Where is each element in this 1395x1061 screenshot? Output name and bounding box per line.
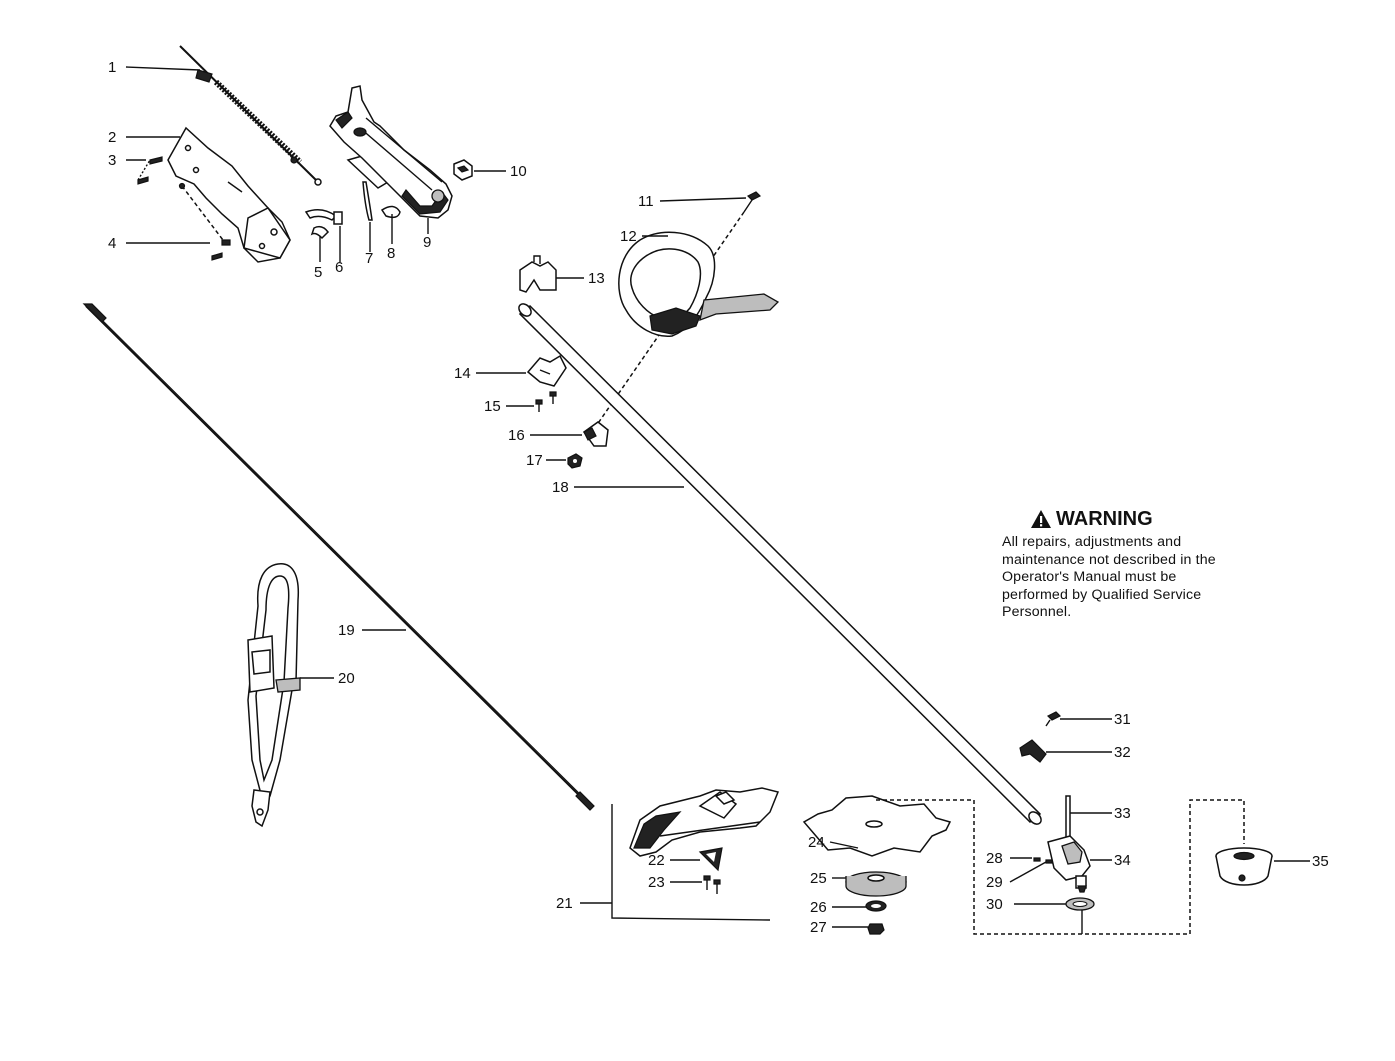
callout-20: 20: [338, 670, 355, 687]
warning-triangle-icon: [1031, 510, 1051, 528]
part-clamp-32: [1019, 739, 1047, 763]
part-clamp-13: [519, 255, 557, 293]
part-nut-27: [867, 923, 885, 935]
callout-32: 32: [1114, 744, 1131, 761]
dashed-assembly-lines: [876, 799, 1245, 935]
part-blade-wrench-22: [698, 847, 723, 872]
part-main-handle: [329, 85, 453, 219]
part-trigger-lockout: [304, 155, 401, 240]
callout-13: 13: [588, 270, 605, 287]
callout-31: 31: [1114, 711, 1131, 728]
part-gearhead: [1033, 795, 1091, 893]
warning-notice: WARNING All repairs, adjustments and mai…: [1002, 508, 1242, 622]
callout-15: 15: [484, 398, 501, 415]
part-nut-10: [453, 159, 473, 181]
callout-16: 16: [508, 427, 525, 444]
callout-labels: 1 2 3 4 5 6 7 8 9 10 11 12 13 14 15 16 1…: [108, 59, 1329, 936]
callout-22: 22: [648, 852, 665, 869]
callout-10: 10: [510, 163, 527, 180]
part-washer-25: [845, 871, 907, 897]
callout-35: 35: [1312, 853, 1329, 870]
callout-3: 3: [108, 152, 116, 169]
part-clamp-14: [526, 354, 567, 387]
callout-7: 7: [365, 250, 373, 267]
callout-21: 21: [556, 895, 573, 912]
part-washer-26: [865, 900, 887, 912]
part-bracket-16: [582, 421, 609, 447]
callout-12: 12: [620, 228, 637, 245]
callout-8: 8: [387, 245, 395, 262]
warning-title: WARNING: [1056, 508, 1153, 530]
callout-5: 5: [314, 264, 322, 281]
part-screws-4: [178, 182, 231, 261]
callout-27: 27: [810, 919, 827, 936]
part-screws-23: [703, 875, 721, 894]
part-drive-shaft: [82, 303, 595, 811]
callout-4: 4: [108, 235, 116, 252]
callout-2: 2: [108, 129, 116, 146]
callout-30: 30: [986, 896, 1003, 913]
callout-23: 23: [648, 874, 665, 891]
callout-18: 18: [552, 479, 569, 496]
part-blade: [802, 795, 952, 857]
callout-1: 1: [108, 59, 116, 76]
part-screw-31: [1045, 711, 1062, 727]
part-nut-17: [567, 453, 583, 469]
callout-24: 24: [808, 834, 825, 851]
callout-28: 28: [986, 850, 1003, 867]
callout-6: 6: [335, 259, 343, 276]
warning-title-row: WARNING: [1030, 508, 1242, 530]
part-screws-3: [137, 156, 163, 185]
callout-25: 25: [810, 870, 827, 887]
callout-29: 29: [986, 874, 1003, 891]
part-shaft-tube: [518, 303, 1042, 825]
callout-19: 19: [338, 622, 355, 639]
callout-34: 34: [1114, 852, 1131, 869]
part-screw-15: [535, 391, 557, 412]
part-washer-30: [1065, 897, 1095, 911]
callout-26: 26: [810, 899, 827, 916]
part-guard: [611, 787, 780, 921]
part-handle-housing: [167, 126, 291, 263]
callout-11: 11: [638, 193, 654, 210]
leader-lines: [125, 66, 1310, 928]
callout-17: 17: [526, 452, 543, 469]
part-throttle-cable: [179, 45, 322, 186]
part-loop-handle: [618, 231, 780, 337]
callout-14: 14: [454, 365, 471, 382]
callout-9: 9: [423, 234, 431, 251]
callout-33: 33: [1114, 805, 1131, 822]
part-shoulder-strap: [247, 563, 301, 828]
part-trimmer-head: [1215, 847, 1273, 886]
warning-body: All repairs, adjustments and maintenance…: [1002, 534, 1216, 621]
